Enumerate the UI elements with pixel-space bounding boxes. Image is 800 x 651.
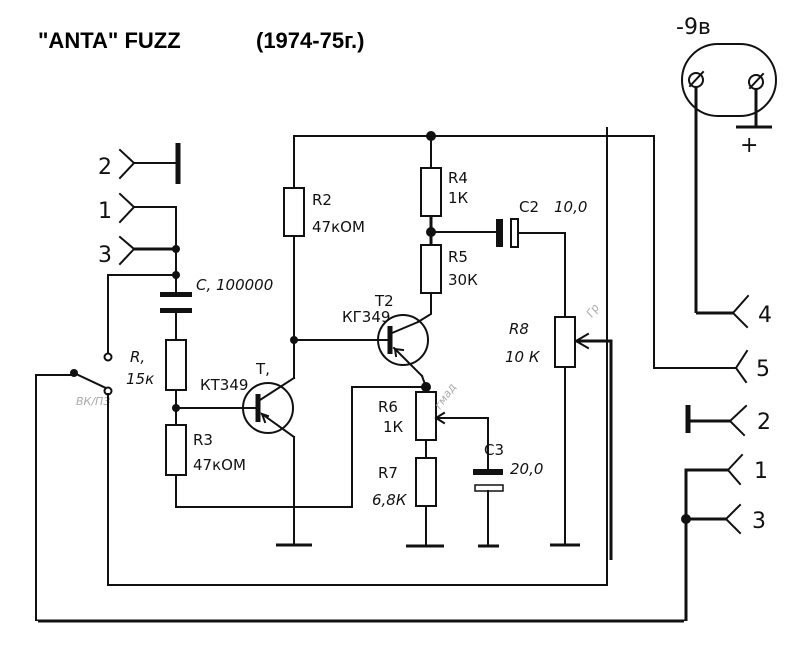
T2-name: T2: [374, 292, 394, 310]
right-pin-5-label: 5: [756, 357, 770, 382]
resistor-R1: R, 15к: [126, 339, 187, 391]
C3-name: C3: [484, 441, 504, 459]
R3-name: R3: [193, 431, 213, 449]
transistor-T2: T2 КГ349: [342, 292, 429, 389]
resistor-R7: R7 6,8К: [372, 457, 437, 509]
schematic-years: (1974-75г.): [256, 28, 364, 53]
capacitor-C1: C, 100000: [160, 276, 273, 341]
R2-name: R2: [312, 191, 332, 209]
R6-name: R6: [378, 398, 398, 416]
right-pin-4-label: 4: [758, 303, 772, 328]
schematic-title: "ANTA" FUZZ: [38, 28, 181, 53]
R1-name: R,: [130, 348, 145, 366]
resistor-R3: R3 47кОМ: [165, 424, 246, 476]
resistor-R2: R2 47кОМ: [283, 187, 365, 237]
R2-value: 47кОМ: [312, 218, 365, 236]
potentiometer-R6[interactable]: R6 1К гмад: [378, 381, 489, 473]
battery-clip-outline: [681, 43, 777, 117]
resistor-R5: R5 30К: [420, 244, 478, 294]
C1-value: 100000: [216, 276, 273, 294]
T1-type: КТ349: [200, 376, 248, 394]
C2-value: 10,0: [554, 198, 587, 216]
R8-name: R8: [509, 320, 529, 338]
left-pin-1-label: 1: [98, 199, 112, 224]
battery-voltage-label: -9в: [676, 15, 711, 40]
right-pin-1-label: 1: [754, 459, 768, 484]
R4-value: 1К: [448, 189, 469, 207]
T2-type: КГ349: [342, 308, 390, 326]
C1-name: C,: [196, 276, 211, 294]
switch-contact-upper: [103, 352, 113, 362]
resistor-R4: R4 1К: [420, 167, 469, 217]
right-pin-2-label: 2: [757, 410, 771, 435]
R5-name: R5: [448, 248, 468, 266]
battery-connector: -9в +: [676, 15, 777, 313]
left-connector: 2 1 3: [98, 143, 181, 268]
R8-note: Гр: [584, 302, 602, 320]
C3-value: 20,0: [510, 460, 543, 478]
right-connector: 4 5 2 1 3: [681, 294, 772, 651]
left-pin-2-label: 2: [98, 155, 112, 180]
potentiometer-R8[interactable]: R8 10 К Гр: [505, 302, 613, 560]
switch-note: ВК/ПЗ: [76, 395, 110, 408]
C2-name: C2: [519, 198, 539, 216]
R6-value: 1К: [383, 418, 404, 436]
R4-name: R4: [448, 169, 468, 187]
R1-value: 15к: [126, 370, 154, 388]
left-pin-3-label: 3: [98, 243, 112, 268]
T1-name: T,: [255, 360, 270, 378]
capacitor-C3: C3 20,0: [473, 441, 543, 548]
right-pin-3-label: 3: [752, 509, 766, 534]
R7-value: 6,8К: [372, 491, 408, 509]
R7-name: R7: [378, 464, 398, 482]
transistor-T1: T, КТ349: [200, 339, 312, 547]
R3-value: 47кОМ: [193, 456, 246, 474]
bypass-switch[interactable]: ВК/ПЗ: [35, 369, 113, 651]
R8-value: 10 К: [505, 348, 541, 366]
R5-value: 30К: [448, 271, 478, 289]
capacitor-C2: C2 10,0: [496, 198, 587, 248]
battery-plus-label: +: [740, 133, 758, 158]
